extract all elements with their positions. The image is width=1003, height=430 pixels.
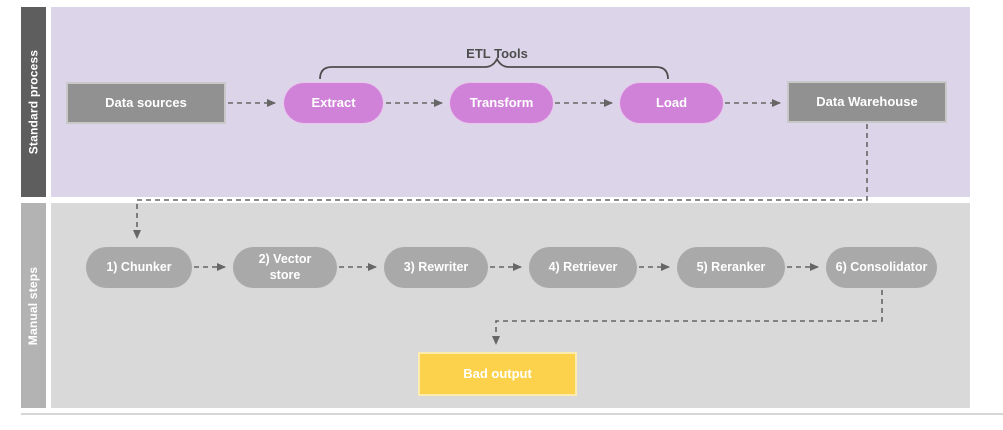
etl-tools-label: ETL Tools [466,46,528,61]
arrow-data-warehouse-to-chunker [133,124,868,239]
node-chunker: 1) Chunker [85,246,193,289]
lane-bar-manual-steps: Manual steps [21,203,46,408]
node-data-sources: Data sources [66,82,226,124]
node-extract: Extract [283,82,384,124]
node-vector-store: 2) Vector store [232,246,338,289]
bottom-divider [21,413,1003,415]
node-data-warehouse: Data Warehouse [787,81,947,123]
node-reranker: 5) Reranker [676,246,786,289]
node-bad-output: Bad output [418,352,577,396]
node-consolidator: 6) Consolidator [825,246,938,289]
etl-tools-brace [319,56,669,80]
node-retriever: 4) Retriever [528,246,638,289]
node-transform: Transform [449,82,554,124]
node-rewriter: 3) Rewriter [383,246,489,289]
node-load: Load [619,82,724,124]
lane-bar-standard-process: Standard process [21,7,46,197]
arrow-consolidator-to-bad-output [492,290,883,345]
